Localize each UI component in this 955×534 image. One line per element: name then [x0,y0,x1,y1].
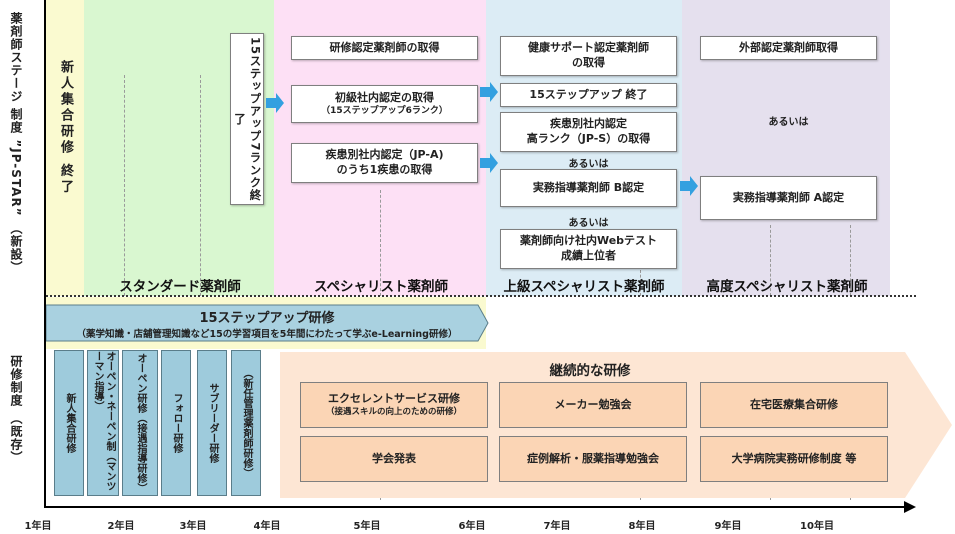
senior-box-b-cert-text: 実務指導薬剤師 B認定 [532,180,645,194]
advanced-box-a-cert: 実務指導薬剤師 A認定 [700,176,877,220]
specialist-box-disease-cert-line2: のうち1疾患の取得 [336,163,433,176]
training-subleader-text: サブリーダー研修 [207,383,218,463]
training-open-mentor: オーペン・ネーペン制（マンツーマン指導） [87,350,119,496]
senior-box-disease-high: 疾患別社内認定 高ランク（JP-S）の取得 [500,112,677,152]
band-newstaff [46,0,84,296]
continuous-item-conference-title: 学会発表 [372,451,416,465]
continuous-item-excellent: エクセレントサービス研修 （接遇スキルの向上のための研修） [300,382,488,428]
step7-rank-box: 15ステップアップ7ランク終了 [230,33,264,205]
arrow-right-icon [480,82,498,102]
training-new-manager: （新任管理薬剤師研修） [231,350,261,496]
arrow-right-icon [680,176,698,196]
grid-line [640,270,641,296]
training-open-service-text: オーペン研修（接遇指導研修） [135,353,146,493]
senior-box-web-test: 薬剤師向け社内Webテスト 成績上位者 [500,229,677,269]
senior-box-health-support-line2: の取得 [572,56,605,69]
continuous-item-university: 大学病院実務研修制度 等 [700,436,888,482]
senior-box-step-complete: 15ステップアップ 終了 [500,83,677,107]
advanced-or: あるいは [768,117,809,128]
training-follow-text: フォロー研修 [171,393,182,453]
grid-line [770,225,771,296]
grid-line [124,75,125,296]
senior-box-disease-high-line2: 高ランク（JP-S）の取得 [526,132,651,145]
tick-year-4: 4年目 [253,521,281,532]
senior-or-2: あるいは [568,218,609,229]
axis-arrow-icon [904,501,916,513]
specialist-box-junior-cert-sub: （15ステップアップ6ランク） [321,106,448,117]
senior-box-b-cert: 実務指導薬剤師 B認定 [500,169,677,207]
tick-year-6: 6年目 [458,521,486,532]
grid-line [850,225,851,296]
senior-box-disease-high-line1: 疾患別社内認定 [550,117,627,131]
continuous-item-maker-title: メーカー勉強会 [554,397,632,411]
stage-label-advanced: 高度スペシャリスト薬剤師 [706,279,868,295]
step-training-banner: 15ステップアップ研修 （薬学知識・店舗管理知識など15の学習項目を5年間にわた… [52,306,482,340]
tick-year-8: 8年目 [628,521,656,532]
tick-year-7: 7年目 [543,521,571,532]
advanced-box-external-cert: 外部認定薬剤師取得 [700,36,877,60]
arrow-right-icon [266,93,284,113]
senior-box-step-complete-text: 15ステップアップ 終了 [529,87,648,101]
continuous-item-homecare-title: 在宅医療集合研修 [750,397,838,411]
training-follow: フォロー研修 [161,350,191,496]
upper-side-label: 薬剤師ステージ 制度 ”JP-STAR” （新設） [9,12,23,274]
senior-box-web-test-line2: 成績上位者 [561,249,616,262]
continuous-item-excellent-sub: （接遇スキルの向上のための研修） [325,406,462,417]
senior-or-1: あるいは [568,159,609,170]
senior-box-health-support: 健康サポート認定薬剤師 の取得 [500,36,677,76]
continuous-item-university-title: 大学病院実務研修制度 等 [731,451,857,465]
stage-label-specialist: スペシャリスト薬剤師 [313,279,449,295]
section-separator [46,295,916,297]
tick-year-9: 9年目 [714,521,742,532]
lower-side-label: 研修制度 （既存） [9,355,23,465]
tick-year-10: 10年目 [800,521,834,532]
training-newstaff-text: 新人集合研修 [64,393,75,453]
continuous-item-maker: メーカー勉強会 [499,382,687,428]
continuous-item-case-study: 症例解析・服薬指導勉強会 [499,436,687,482]
continuous-item-conference: 学会発表 [300,436,488,482]
continuous-title: 継続的な研修 [549,363,631,379]
tick-year-1: 1年目 [24,521,52,532]
specialist-box-junior-cert: 初級社内認定の取得 （15ステップアップ6ランク） [291,85,478,123]
advanced-box-a-cert-text: 実務指導薬剤師 A認定 [732,190,845,204]
senior-box-health-support-line1: 健康サポート認定薬剤師 [528,41,649,55]
grid-line [200,75,201,296]
training-subleader: サブリーダー研修 [197,350,227,496]
training-open-service: オーペン研修（接遇指導研修） [122,350,158,496]
specialist-box-disease-cert-line1: 疾患別社内認定（JP-A) [325,148,444,162]
stage-label-senior: 上級スペシャリスト薬剤師 [503,279,665,295]
specialist-box-disease-cert: 疾患別社内認定（JP-A) のうち1疾患の取得 [291,143,478,183]
tick-year-2: 2年目 [107,521,135,532]
training-open-mentor-text: オーペン・ネーペン制（マンツーマン指導） [92,351,115,491]
specialist-box-junior-cert-title: 初級社内認定の取得 [335,90,434,104]
continuous-item-case-study-title: 症例解析・服薬指導勉強会 [527,451,659,465]
stage-label-standard: スタンダード薬剤師 [119,279,241,295]
grid-line [380,190,381,296]
specialist-box-training-cert-text: 研修認定薬剤師の取得 [329,40,440,54]
continuous-item-homecare: 在宅医療集合研修 [700,382,888,428]
tick-year-5: 5年目 [353,521,381,532]
training-newstaff: 新人集合研修 [54,350,84,496]
y-axis-line [44,0,46,508]
senior-box-web-test-line1: 薬剤師向け社内Webテスト [519,234,658,248]
newstaff-label: 新人集合研修 終了 [58,60,73,196]
continuous-item-excellent-title: エクセレントサービス研修 [328,392,460,406]
step7-rank-text: 15ステップアップ7ランク終了 [233,36,263,202]
specialist-box-training-cert: 研修認定薬剤師の取得 [291,36,478,60]
step-training-title: 15ステップアップ研修 [199,310,335,326]
arrow-right-icon [480,153,498,173]
training-new-manager-text: （新任管理薬剤師研修） [241,368,252,478]
step-training-sub: （薬学知識・店舗管理知識など15の学習項目を5年間にわたって学ぶe-Learni… [76,328,458,340]
advanced-box-external-cert-text: 外部認定薬剤師取得 [739,40,838,54]
tick-year-3: 3年目 [179,521,207,532]
